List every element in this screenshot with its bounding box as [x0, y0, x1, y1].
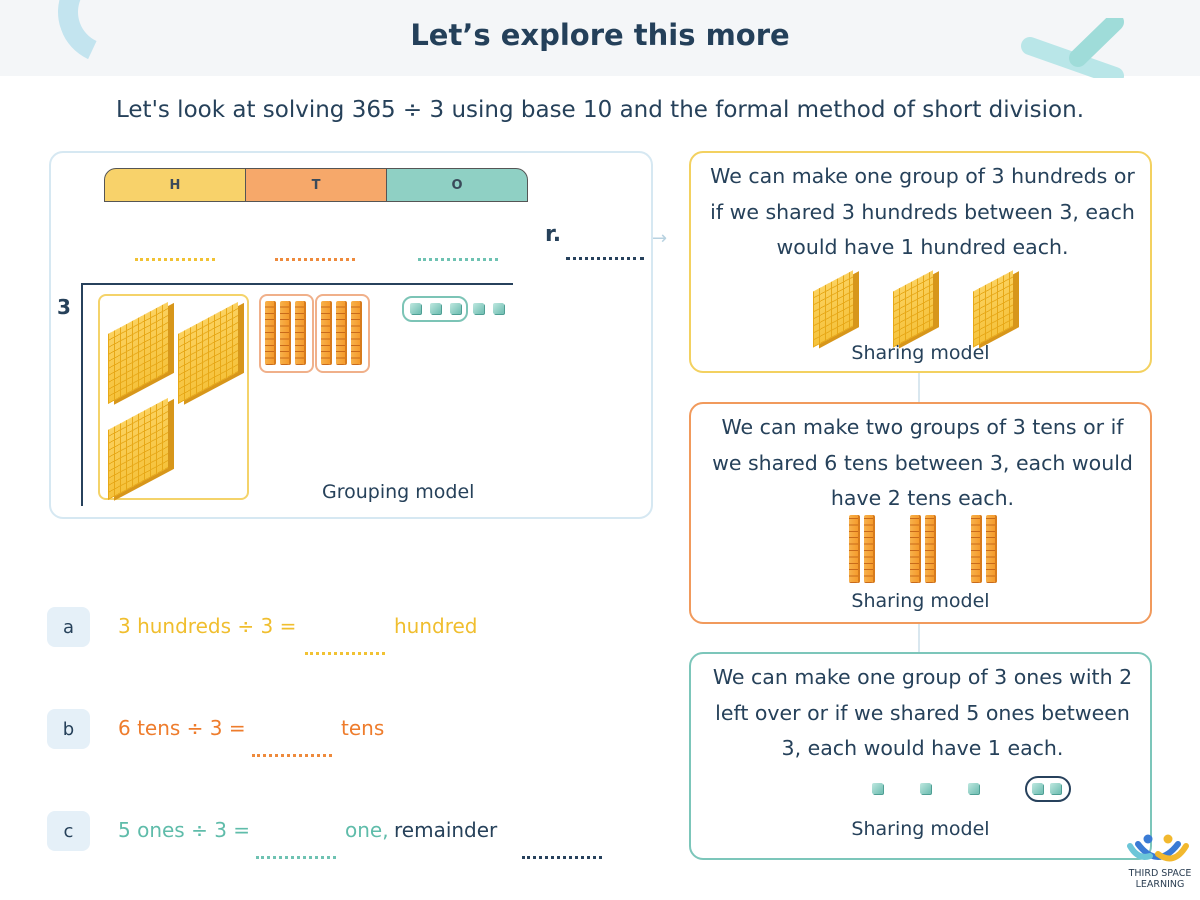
ten-rod: [336, 301, 345, 365]
place-value-header: H T O: [104, 168, 528, 202]
question-c-remainder-blank[interactable]: [522, 856, 602, 859]
sharing-model-label: Sharing model: [851, 342, 990, 364]
logo-text: THIRD SPACE LEARNING: [1120, 868, 1200, 890]
hundred-flat: [813, 270, 853, 348]
hundred-flat: [973, 270, 1013, 348]
remainder-answer-blank[interactable]: [566, 257, 644, 260]
question-b-answer-blank[interactable]: [252, 754, 332, 757]
tens-group: [315, 294, 370, 373]
logo-line1: THIRD SPACE: [1128, 868, 1192, 879]
question-b-unit: tens: [341, 716, 385, 740]
remainder-label: r.: [545, 222, 562, 247]
hundreds-answer-blank[interactable]: [135, 258, 215, 261]
remainder-group: [1025, 776, 1071, 802]
ten-rod: [351, 301, 360, 365]
question-a-unit: hundred: [394, 614, 478, 638]
question-c-prompt: 5 ones ÷ 3 =: [118, 818, 251, 842]
third-space-learning-logo: [1127, 834, 1189, 862]
ones-answer-blank[interactable]: [418, 258, 498, 261]
one-cube: [430, 303, 441, 314]
card-text: We can make one group of 3 ones with 2 l…: [712, 665, 1133, 760]
decorative-cross: [1021, 18, 1124, 78]
card-text: We can make one group of 3 hundreds or i…: [710, 164, 1135, 259]
card-connector: [918, 624, 920, 652]
one-cube: [473, 303, 484, 314]
ten-rod: [864, 515, 873, 583]
question-badge-b: b: [47, 709, 90, 749]
question-c-unit: one,: [345, 818, 389, 842]
question-badge-a: a: [47, 607, 90, 647]
one-cube: [920, 783, 931, 794]
arrow-right-icon: →: [652, 228, 668, 249]
intro-text: Let's look at solving 365 ÷ 3 using base…: [115, 97, 1085, 123]
question-c-answer-blank[interactable]: [256, 856, 336, 859]
question-badge-c: c: [47, 811, 90, 851]
ten-rod: [971, 515, 980, 583]
sharing-model-label: Sharing model: [851, 818, 990, 840]
one-cube: [1050, 783, 1061, 794]
hundreds-group: [98, 294, 249, 500]
tens-column: T: [246, 168, 386, 202]
page-title: Let’s explore this more: [410, 18, 790, 52]
grouping-model-label: Grouping model: [322, 481, 475, 503]
ten-rod: [321, 301, 330, 365]
one-cube: [450, 303, 461, 314]
one-cube: [410, 303, 421, 314]
ones-group: [402, 296, 468, 322]
one-cube: [493, 303, 504, 314]
ten-rod: [280, 301, 289, 365]
division-bracket-side: [81, 283, 83, 506]
card-connector: [918, 373, 920, 402]
tens-group: [259, 294, 314, 373]
ten-rod: [910, 515, 919, 583]
ten-rod: [265, 301, 274, 365]
question-b-prompt: 6 tens ÷ 3 =: [118, 716, 246, 740]
ten-rod: [295, 301, 304, 365]
sharing-card-ones: We can make one group of 3 ones with 2 l…: [689, 652, 1152, 860]
sharing-model-label: Sharing model: [851, 590, 990, 612]
hundred-flat: [893, 270, 933, 348]
division-bracket-top: [81, 283, 513, 285]
tens-answer-blank[interactable]: [275, 258, 355, 261]
ones-column: O: [386, 168, 528, 202]
sharing-card-hundreds: We can make one group of 3 hundreds or i…: [689, 151, 1152, 373]
card-text: We can make two groups of 3 tens or if w…: [712, 415, 1133, 510]
logo-line2: LEARNING: [1135, 879, 1185, 890]
one-cube: [1032, 783, 1043, 794]
ten-rod: [849, 515, 858, 583]
ten-rod: [986, 515, 995, 583]
divisor: 3: [57, 295, 71, 319]
question-c-remainder-label: remainder: [394, 818, 498, 842]
hundreds-column: H: [104, 168, 246, 202]
one-cube: [872, 783, 883, 794]
ten-rod: [925, 515, 934, 583]
question-a-answer-blank[interactable]: [305, 652, 385, 655]
question-a-prompt: 3 hundreds ÷ 3 =: [118, 614, 297, 638]
header-band: [0, 0, 1200, 76]
one-cube: [968, 783, 979, 794]
sharing-card-tens: We can make two groups of 3 tens or if w…: [689, 402, 1152, 624]
